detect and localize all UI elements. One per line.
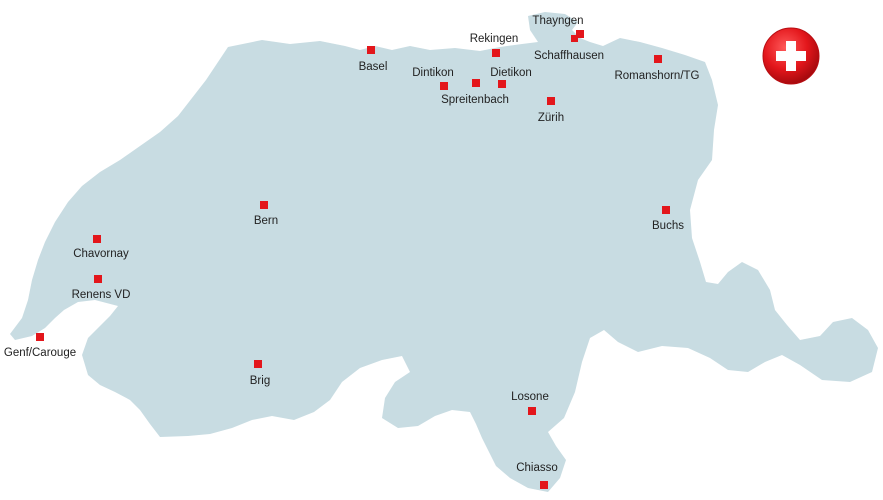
dintikon-marker-icon <box>440 82 448 90</box>
buchs-label: Buchs <box>652 220 684 232</box>
dietikon-label: Dietikon <box>490 67 532 79</box>
thayngen-label: Thayngen <box>532 15 583 27</box>
renens-marker-icon <box>94 275 102 283</box>
chiasso-label: Chiasso <box>516 462 558 474</box>
bern-label: Bern <box>254 215 278 227</box>
schaffhausen-marker-icon <box>571 35 578 42</box>
switzerland-outline <box>10 12 878 492</box>
spreitenbach-label: Spreitenbach <box>441 94 509 106</box>
zurih-label: Zürih <box>538 112 564 124</box>
chiasso-marker-icon <box>540 481 548 489</box>
basel-label: Basel <box>359 61 388 73</box>
swiss-flag-icon <box>762 27 820 85</box>
basel-marker-icon <box>367 46 375 54</box>
buchs-marker-icon <box>662 206 670 214</box>
city-markers: Basel Rekingen Thayngen Schaffhausen Din… <box>4 15 700 489</box>
zurih-marker-icon <box>547 97 555 105</box>
spreitenbach-marker-icon <box>472 79 480 87</box>
rekingen-marker-icon <box>492 49 500 57</box>
losone-label: Losone <box>511 391 549 403</box>
losone-marker-icon <box>528 407 536 415</box>
renens-label: Renens VD <box>72 289 131 301</box>
romanshorn-marker-icon <box>654 55 662 63</box>
genf-label: Genf/Carouge <box>4 347 76 359</box>
chavornay-marker-icon <box>93 235 101 243</box>
romanshorn-label: Romanshorn/TG <box>614 70 699 82</box>
schaffhausen-label: Schaffhausen <box>534 50 604 62</box>
dintikon-label: Dintikon <box>412 67 454 79</box>
chavornay-label: Chavornay <box>73 248 129 260</box>
genf-marker-icon <box>36 333 44 341</box>
brig-label: Brig <box>250 375 270 387</box>
dietikon-marker-icon <box>498 80 506 88</box>
thayngen-marker-icon <box>576 30 584 38</box>
brig-marker-icon <box>254 360 262 368</box>
rekingen-label: Rekingen <box>470 33 519 45</box>
bern-marker-icon <box>260 201 268 209</box>
